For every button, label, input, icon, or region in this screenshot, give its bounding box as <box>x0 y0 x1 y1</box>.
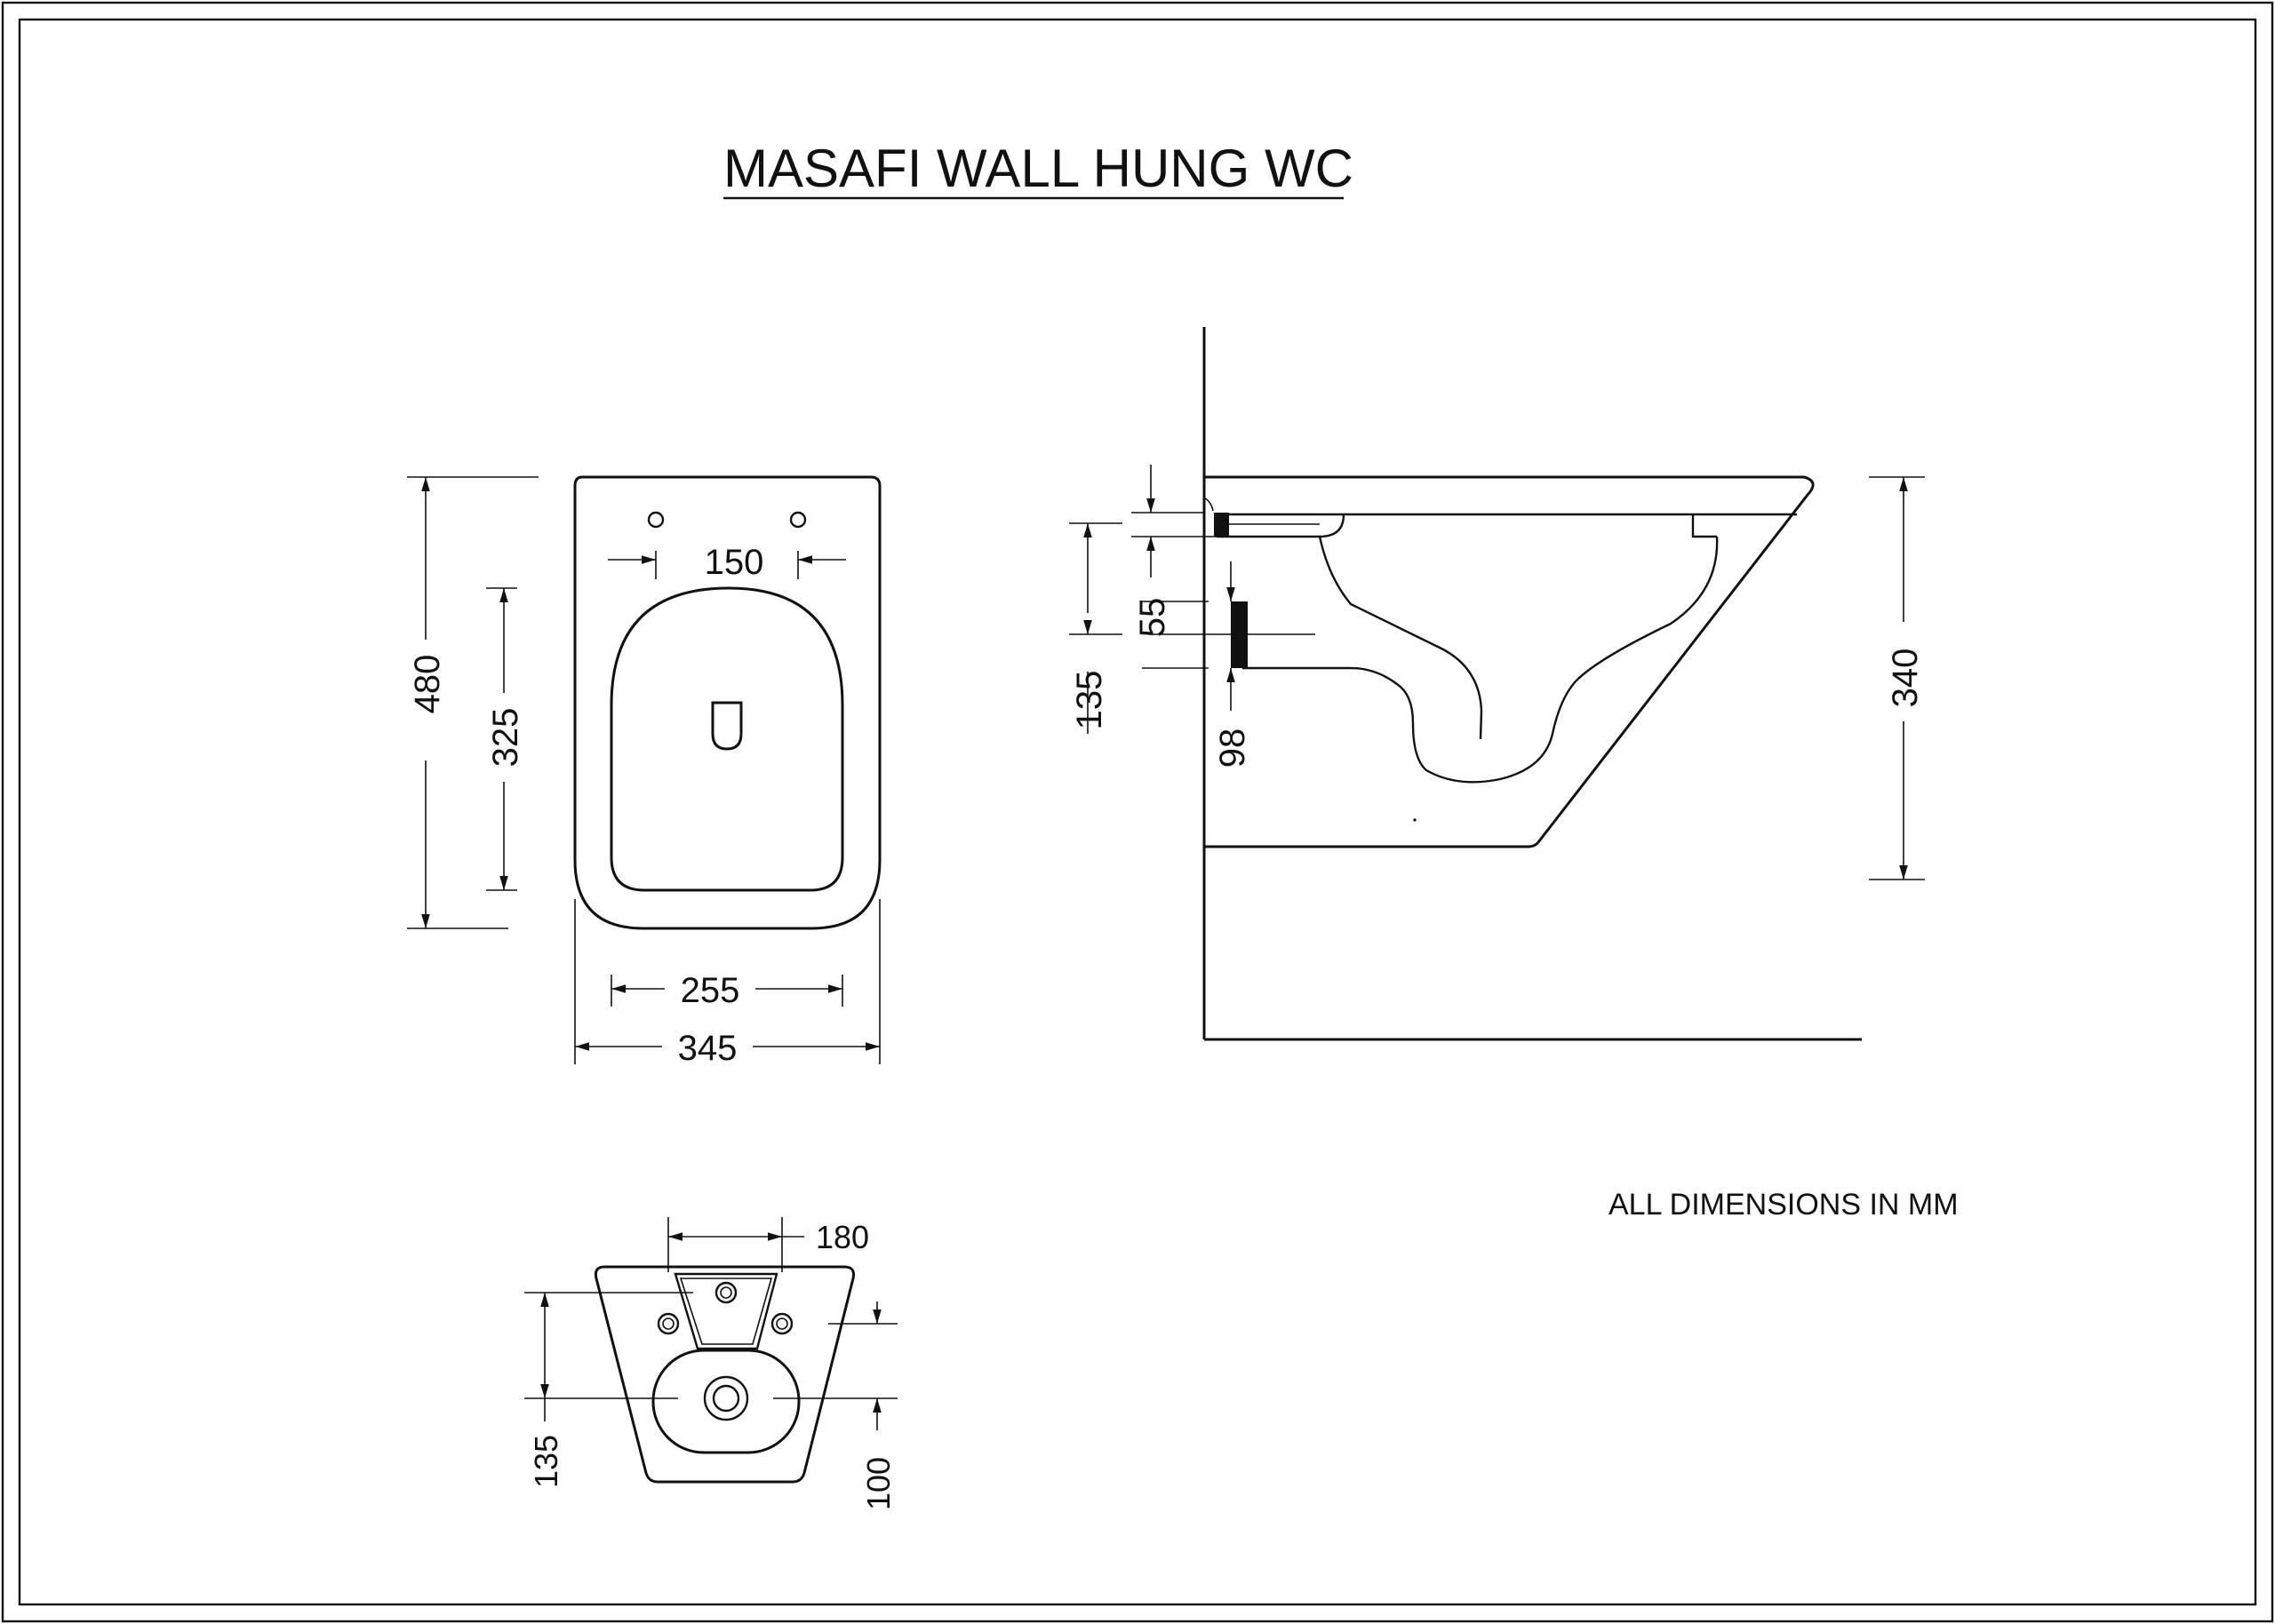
dim-hole-spacing: 150 <box>705 543 764 582</box>
inlet-funnel <box>674 1272 778 1350</box>
outlet-pipe <box>703 1375 749 1421</box>
rear-fixing-hole-left <box>657 1312 680 1335</box>
dim-overall-length: 480 <box>408 655 447 714</box>
trapway-back <box>1242 536 1719 784</box>
rear-fixing-hole-right <box>770 1312 794 1335</box>
drawing-title: MASAFI WALL HUNG WC <box>723 139 1353 198</box>
top-view: 150 480 325 255 345 <box>407 475 882 1068</box>
side-view: 340 135 55 98 <box>1069 327 1925 1041</box>
dimensions-note: ALL DIMENSIONS IN MM <box>1608 1188 1959 1222</box>
flush-outlet <box>711 701 743 751</box>
dim-outlet-size: 98 <box>1213 728 1252 768</box>
rear-view-outline <box>594 1265 855 1484</box>
fixing-hole-right <box>789 511 807 529</box>
dim-overall-height: 340 <box>1886 649 1925 708</box>
top-view-outline <box>573 475 882 930</box>
dim-outlet-height: 100 <box>860 1457 897 1510</box>
dim-fixing-depth: 135 <box>528 1435 564 1488</box>
inlet-hole <box>714 1281 738 1304</box>
inlet-connector <box>1214 513 1229 537</box>
fixing-hole-left <box>647 511 665 529</box>
dim-inner-width: 255 <box>681 971 740 1010</box>
outlet-opening <box>651 1349 801 1454</box>
rear-view: 180 135 100 <box>524 1217 898 1510</box>
dim-outlet-offset: 55 <box>1133 598 1172 638</box>
inner-frame <box>18 18 2257 1606</box>
bowl-profile <box>1204 475 1815 848</box>
dim-seat-length: 325 <box>486 708 525 768</box>
seat-opening <box>610 586 844 892</box>
dim-fixing-height: 135 <box>1070 671 1109 730</box>
dim-inlet-width: 180 <box>816 1219 869 1255</box>
trapway-front <box>1318 536 1483 740</box>
dim-overall-width: 345 <box>678 1029 738 1068</box>
